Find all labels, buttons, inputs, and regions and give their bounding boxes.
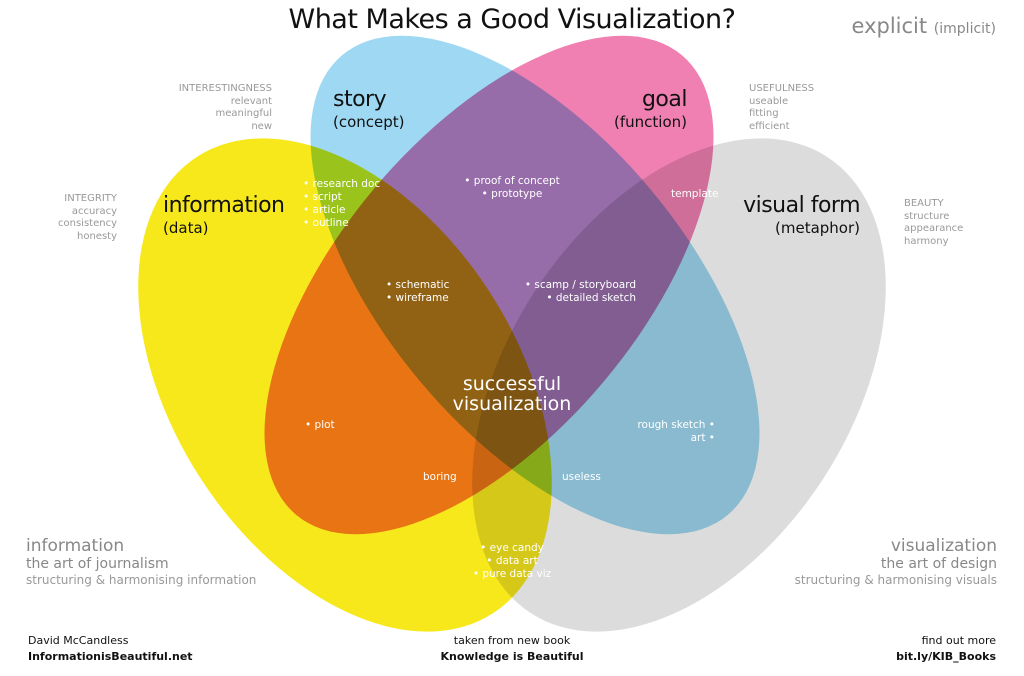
region-item: • pure data viz (472, 568, 552, 580)
set-information-label: information (data) (163, 193, 285, 238)
set-story-label: story (concept) (333, 88, 405, 132)
quality-heading: INTEGRITY (64, 193, 117, 204)
region-item: • plot (305, 419, 335, 431)
footer-sub: the art of design (880, 556, 997, 573)
set-name: story (333, 87, 387, 112)
integrity-list: INTEGRITY accuracy consistency honesty (58, 193, 117, 243)
book-credit: taken from new book Knowledge is Beautif… (412, 633, 612, 665)
page-title: What Makes a Good Visualization? (288, 4, 736, 35)
region-information-visual-form: • eye candy • data art • pure data viz (442, 542, 582, 581)
footer-sub: the art of journalism (26, 556, 169, 573)
region-item: • research doc (303, 178, 381, 190)
region-item: • detailed sketch (546, 292, 636, 304)
set-sub: (metaphor) (775, 219, 860, 237)
usefulness-list: USEFULNESS useable fitting efficient (749, 83, 814, 133)
footer-desc: structuring & harmonising visuals (794, 573, 997, 588)
region-information-story-goal: • schematic • wireframe (386, 279, 449, 305)
quality-item: meaningful (215, 108, 272, 119)
site-link[interactable]: InformationisBeautiful.net (28, 650, 193, 663)
footer-visualization-block: visualization the art of design structur… (795, 536, 997, 588)
quality-heading: BEAUTY (904, 198, 944, 209)
set-name: visual form (743, 193, 860, 218)
explicit-label: explicit (851, 14, 928, 38)
set-goal-label: goal (function) (614, 88, 687, 132)
quality-item: consistency (58, 218, 117, 229)
quality-item: fitting (749, 108, 779, 119)
region-story-goal-visual-form: • scamp / storyboard • detailed sketch (525, 279, 636, 305)
implicit-label: (implicit) (933, 21, 996, 37)
footer-desc: structuring & harmonising information (26, 573, 257, 588)
quality-heading: INTERESTINGNESS (178, 83, 272, 94)
quality-item: appearance (904, 223, 964, 234)
set-name: goal (641, 87, 688, 112)
ellipse-goal (264, 35, 714, 535)
set-sub: (data) (163, 219, 209, 237)
more-label: find out more (921, 634, 996, 647)
quality-item: structure (904, 210, 950, 222)
region-item: • eye candy (480, 542, 544, 554)
quality-item: efficient (749, 120, 790, 132)
quality-item: accuracy (71, 205, 117, 217)
region-boring: boring (423, 471, 457, 483)
region-item: • schematic (386, 279, 450, 291)
book-line: taken from new book (453, 634, 571, 647)
region-information-story: • research doc • script • article • outl… (303, 178, 380, 230)
region-item: • proof of concept (464, 175, 560, 187)
quality-item: relevant (230, 95, 272, 107)
quality-item: harmony (904, 235, 949, 247)
region-goal-visual-form: template (671, 188, 718, 201)
region-item: art • (690, 432, 715, 444)
author-credit: David McCandless InformationisBeautiful.… (28, 633, 193, 665)
more-info: find out more bit.ly/KIB_Books (896, 633, 996, 665)
book-link[interactable]: bit.ly/KIB_Books (896, 650, 996, 663)
quality-item: useable (749, 95, 789, 107)
interestingness-list: INTERESTINGNESS relevant meaningful new (179, 83, 272, 133)
region-information-goal: • plot (305, 419, 335, 432)
region-useless: useless (562, 471, 601, 483)
set-visual-form-label: visual form (metaphor) (743, 194, 860, 238)
author-name: David McCandless (28, 634, 129, 647)
region-item: • article (303, 204, 346, 216)
explicit-implicit-legend: explicit (implicit) (852, 14, 996, 39)
set-name: information (163, 193, 285, 218)
region-story-visual-form: rough sketch • art • (637, 419, 715, 445)
region-item: template (671, 188, 719, 200)
book-title: Knowledge is Beautiful (440, 650, 584, 663)
footer-title: information (26, 536, 125, 556)
center-line: successful (462, 373, 562, 395)
set-sub: (concept) (333, 113, 405, 131)
quality-heading: USEFULNESS (749, 83, 815, 94)
region-item: • data art (486, 555, 538, 567)
region-item: • prototype (481, 188, 543, 200)
region-item: • script (303, 191, 342, 203)
region-item: • wireframe (386, 292, 449, 304)
center-line: visualization (452, 393, 572, 415)
region-story-goal: • proof of concept • prototype (417, 175, 607, 201)
region-item: • scamp / storyboard (524, 279, 636, 291)
footer-title: visualization (890, 536, 997, 556)
region-item: • outline (303, 217, 349, 229)
quality-item: new (251, 120, 272, 132)
region-item: rough sketch • (637, 419, 715, 431)
beauty-list: BEAUTY structure appearance harmony (904, 198, 963, 248)
quality-item: honesty (77, 230, 117, 242)
center-successful-visualization: successful visualization (412, 374, 612, 414)
set-sub: (function) (614, 113, 687, 131)
footer-information-block: information the art of journalism struct… (26, 536, 256, 588)
